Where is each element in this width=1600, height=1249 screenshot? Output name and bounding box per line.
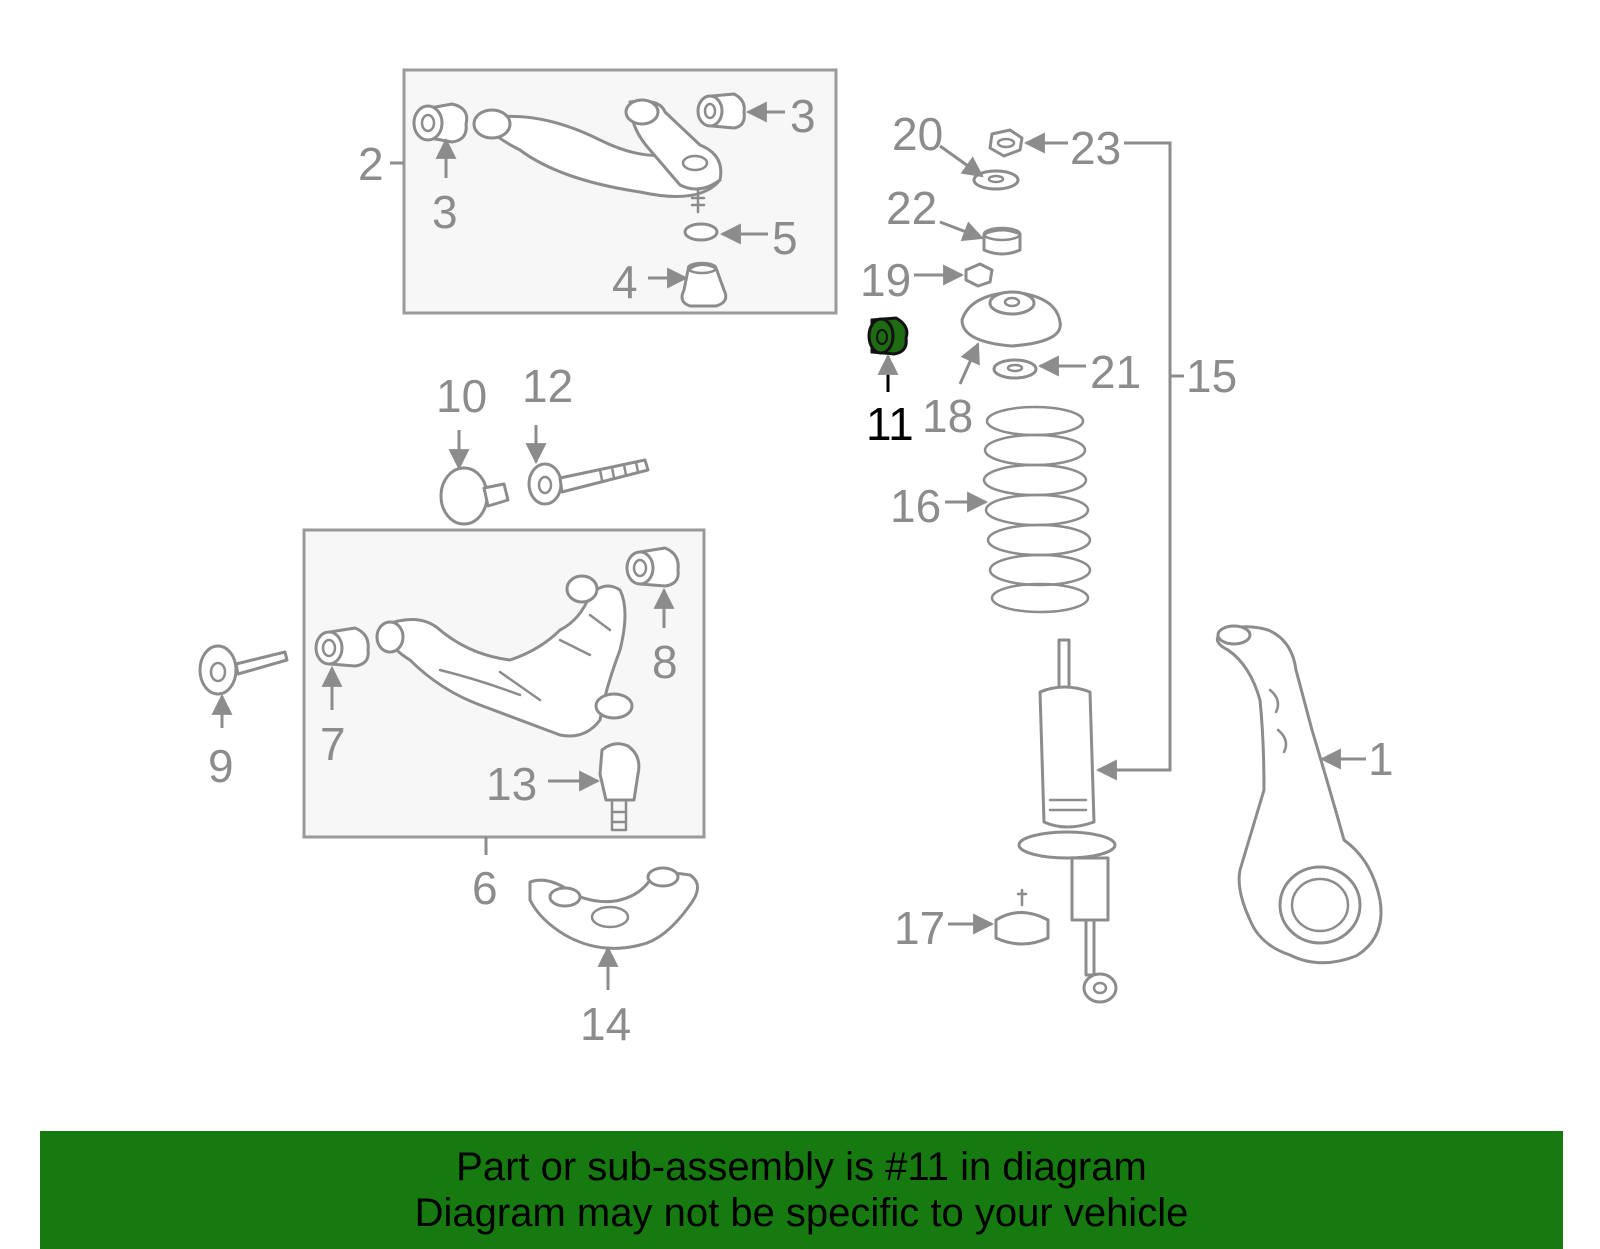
callout-21: 21 [1090, 346, 1141, 398]
info-banner: Part or sub-assembly is #11 in diagram D… [40, 1131, 1563, 1249]
callout-17: 17 [894, 902, 945, 954]
banner-line-part-number: Part or sub-assembly is #11 in diagram [456, 1145, 1147, 1189]
callout-4: 4 [612, 256, 638, 308]
callout-16: 16 [890, 480, 941, 532]
callout-8: 8 [652, 636, 678, 688]
leader-lines [211, 101, 1366, 990]
highlighted-part-11 [867, 316, 909, 356]
upper-mount-18 [960, 290, 1062, 348]
cam-bolt-9 [198, 644, 289, 696]
callout-5: 5 [772, 212, 798, 264]
upper-arm-bushing-left [412, 102, 469, 144]
callout-14: 14 [580, 998, 631, 1050]
cam-plate-10 [439, 466, 510, 526]
callout-15: 15 [1186, 350, 1237, 402]
nut-19 [964, 262, 994, 288]
callout-6: 6 [472, 862, 498, 914]
callout-numbers: 1 2 3 3 4 5 6 7 8 9 10 11 12 13 14 15 16… [208, 90, 1394, 1050]
callout-3-right: 3 [790, 90, 816, 142]
shock-absorber [1017, 638, 1118, 1004]
steering-knuckle [1215, 624, 1383, 965]
callout-20: 20 [892, 108, 943, 160]
callout-13: 13 [486, 758, 537, 810]
callout-19: 19 [860, 254, 911, 306]
lower-ball-joint [598, 742, 641, 832]
callout-9: 9 [208, 740, 234, 792]
lower-arm-bushing-front [314, 626, 370, 668]
callout-18: 18 [922, 390, 973, 442]
coil-spring-16 [982, 405, 1092, 614]
upper-ball-joint-boot [680, 261, 728, 308]
callout-2: 2 [358, 138, 384, 190]
washer-21 [992, 358, 1038, 380]
lower-arm-bushing-rear [625, 546, 680, 588]
callout-22: 22 [886, 182, 937, 234]
banner-line-disclaimer: Diagram may not be specific to your vehi… [414, 1191, 1189, 1235]
upper-arm-bushing-right [696, 92, 746, 130]
callout-1: 1 [1368, 733, 1394, 785]
callout-11: 11 [866, 398, 914, 450]
cam-bolt-12 [527, 458, 650, 506]
callout-12: 12 [522, 360, 573, 412]
callout-7: 7 [320, 718, 346, 770]
lower-arm-bracket [528, 866, 699, 950]
callout-23: 23 [1070, 122, 1121, 174]
upper-ball-joint-seal [683, 222, 719, 242]
nut-23 [988, 128, 1024, 158]
cushion-22 [982, 226, 1022, 256]
bumper-17 [994, 888, 1050, 946]
callout-10: 10 [436, 370, 487, 422]
upper-control-arm-drawing [472, 98, 723, 214]
lower-control-arm-drawing [375, 574, 634, 738]
washer-20 [972, 169, 1020, 191]
callout-3-left: 3 [432, 186, 458, 238]
